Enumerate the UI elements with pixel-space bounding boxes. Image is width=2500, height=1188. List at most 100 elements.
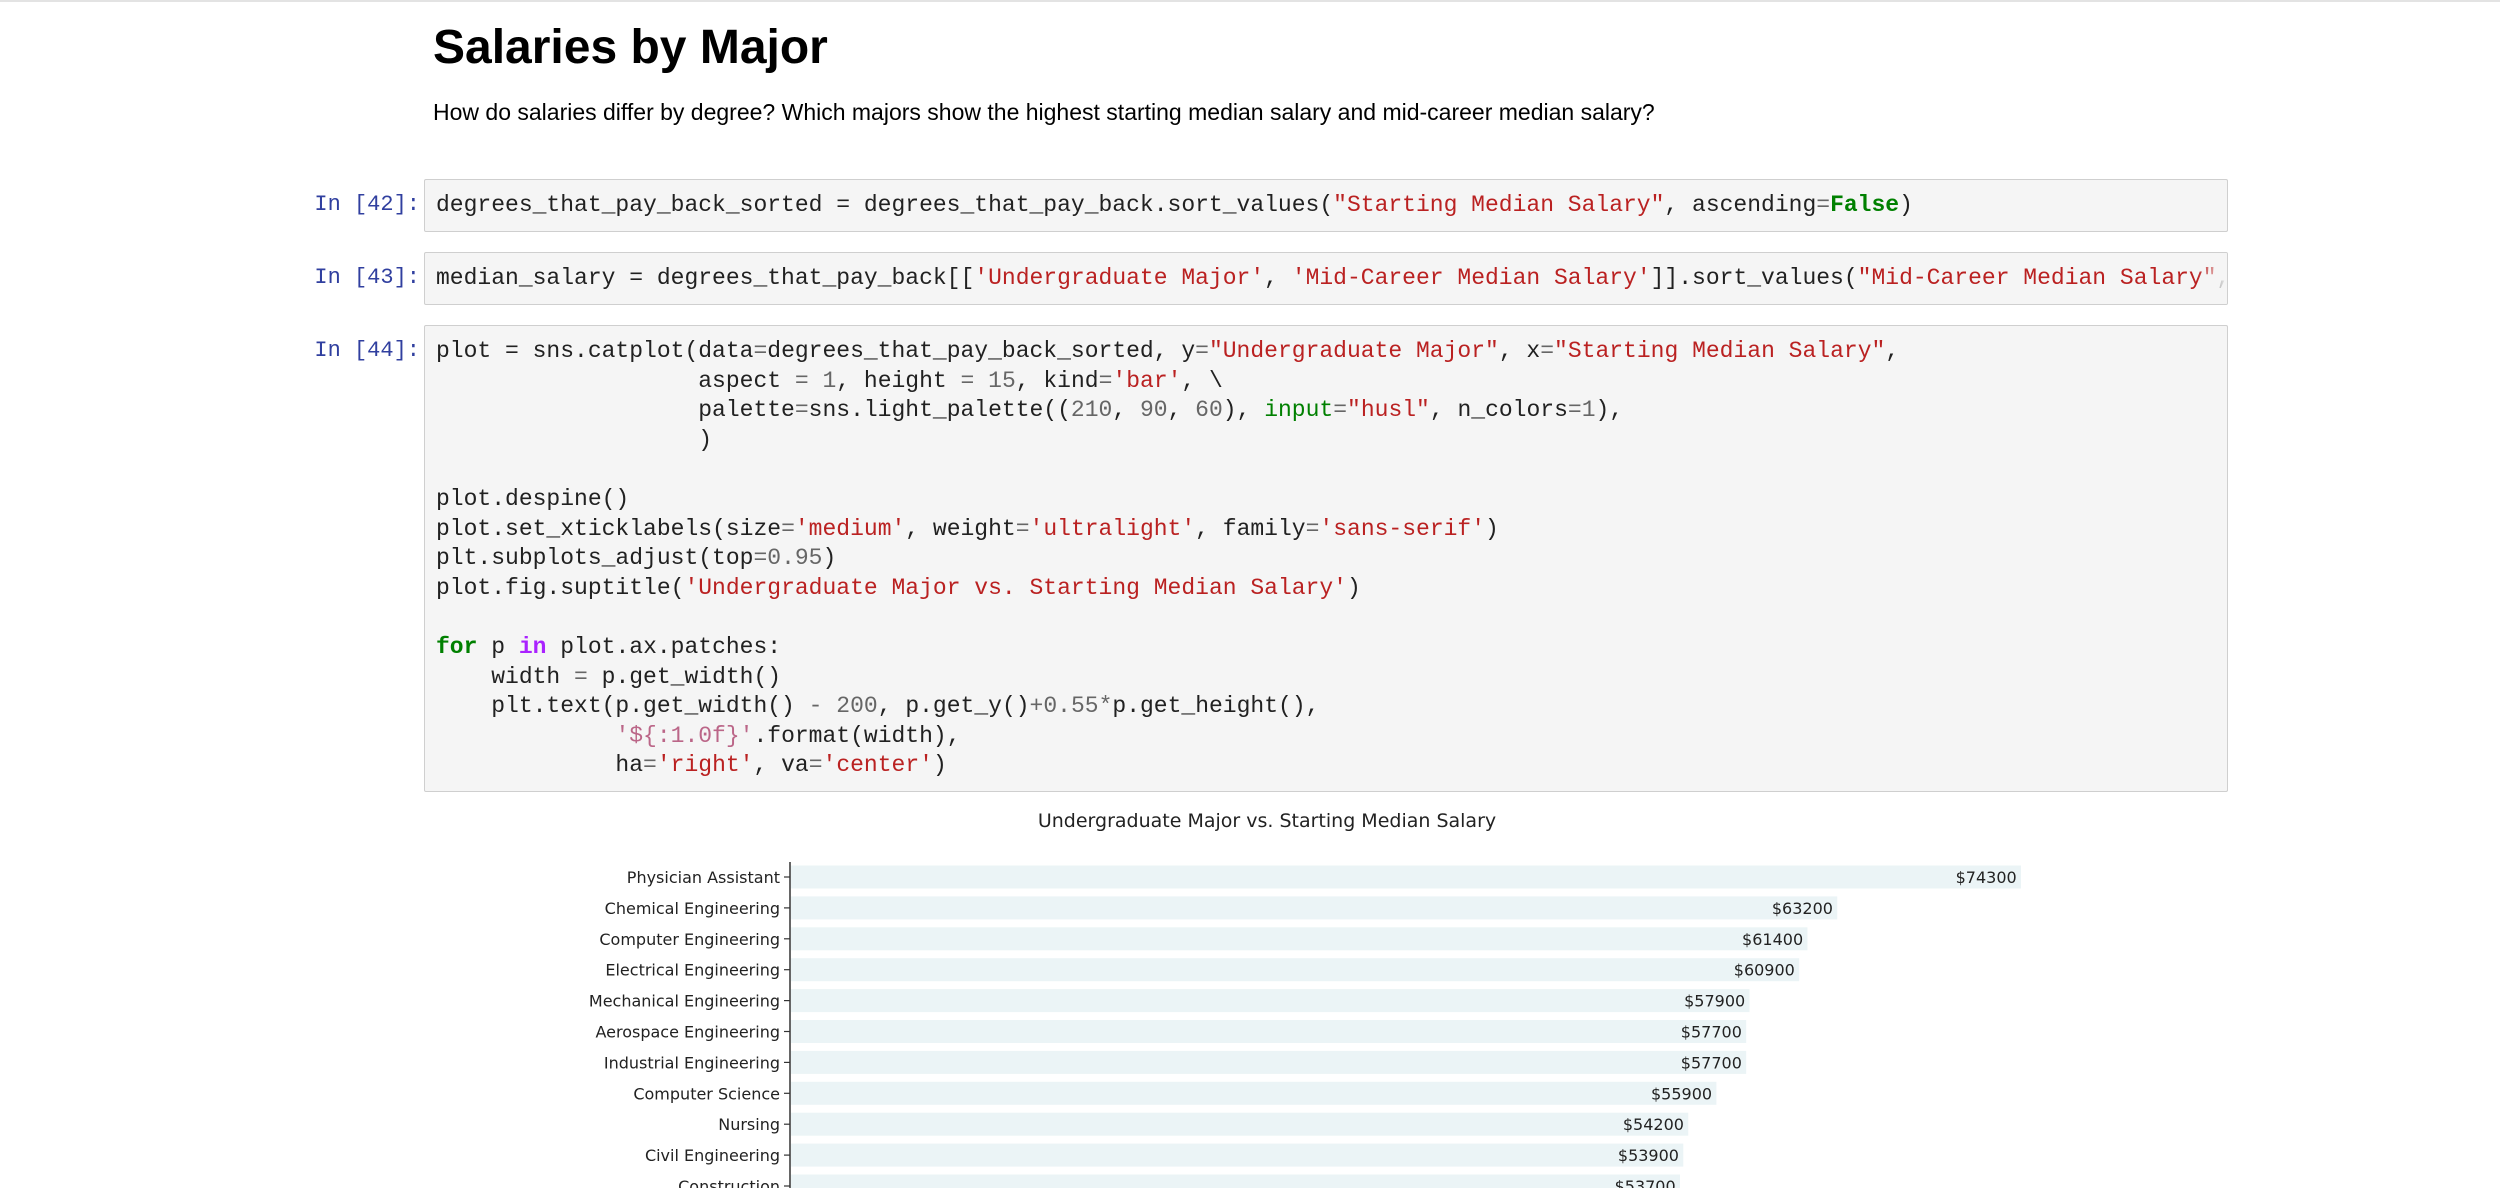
code-token: = (1540, 338, 1555, 364)
code-token: '${:1.0f}' (615, 722, 754, 749)
code-token: plot.fig.suptitle( (436, 574, 685, 601)
code-token: 0.95 (767, 545, 823, 572)
cell-prompt: In [42]: (314, 192, 420, 217)
code-token: , kind (1015, 367, 1099, 394)
code-token (822, 693, 836, 719)
code-token: ), (1595, 397, 1624, 424)
code-token: ) (436, 426, 713, 453)
code-token: degrees_that_pay_back_sorted, y (767, 338, 1196, 364)
data-label: $57700 (1681, 1053, 1742, 1072)
bar (791, 1020, 1747, 1043)
code-token: = (808, 752, 823, 779)
code-token: 'center' (822, 752, 933, 779)
code-token: = (1195, 338, 1209, 364)
y-tick-label: Aerospace Engineering (595, 1023, 780, 1042)
data-label: $53900 (1618, 1146, 1679, 1165)
code-token: * (1098, 693, 1113, 720)
intro-paragraph: How do salaries differ by degree? Which … (433, 99, 1655, 125)
y-tick-label: Chemical Engineering (605, 899, 780, 918)
code-token: 0.55 (1043, 693, 1099, 720)
y-tick-label: Computer Engineering (599, 930, 780, 949)
bar (791, 958, 1800, 982)
code-token: sns.light_palette(( (808, 397, 1071, 424)
y-tick-label: Construction (678, 1177, 780, 1188)
code-token: = (574, 663, 588, 690)
code-token: = (1333, 397, 1348, 424)
code-token: "Starting Median Salary" (1554, 338, 1886, 364)
code-token: median_salary = degrees_that_pay_back[[ (436, 265, 975, 291)
y-tick-label: Civil Engineering (645, 1146, 780, 1165)
code-token: plot.ax.patches: (546, 633, 782, 660)
code-token: , va (753, 752, 809, 779)
bar (791, 927, 1808, 951)
bar (791, 896, 1838, 920)
bar (791, 1112, 1689, 1136)
code-token: plot.despine() (436, 485, 630, 512)
code-token: ) (822, 545, 837, 572)
code-text[interactable]: median_salary = degrees_that_pay_back[['… (436, 264, 2227, 294)
code-token: plot = sns.catplot(data (436, 338, 754, 364)
code-token (809, 368, 823, 394)
code-editor[interactable]: median_salary = degrees_that_pay_back[['… (424, 252, 2228, 305)
code-token: = (960, 367, 975, 394)
code-token: 'ultralight' (1029, 515, 1196, 542)
page-title: Salaries by Major (433, 21, 828, 74)
code-token (974, 368, 988, 394)
code-token: 1 (822, 367, 837, 394)
code-token: ) (1346, 574, 1361, 601)
data-label: $60900 (1734, 961, 1795, 980)
code-token: "Undergraduate Major" (1208, 338, 1499, 364)
code-token: 60 (1195, 397, 1223, 424)
y-tick-label: Industrial Engineering (604, 1053, 780, 1072)
code-token: degrees_that_pay_back_sorted = degrees_t… (436, 192, 1334, 218)
bar (791, 1081, 1717, 1105)
data-label: $74300 (1956, 868, 2017, 887)
bar-chart-output: Undergraduate Major vs. Starting Median … (589, 810, 2021, 1188)
code-token: = (1567, 397, 1582, 424)
code-token: , ascending (1664, 192, 1817, 218)
code-token (436, 723, 615, 749)
y-tick-label: Nursing (718, 1115, 780, 1134)
code-token: 210 (1070, 397, 1113, 424)
data-label: $61400 (1742, 930, 1803, 949)
code-token: = (794, 397, 809, 424)
code-token: False (1830, 192, 1900, 218)
code-token: = (1098, 367, 1113, 394)
code-token: "Mid-Career Median Salary" (1857, 265, 2217, 291)
code-token: , weight (905, 515, 1016, 542)
data-label: $55900 (1651, 1084, 1712, 1103)
code-token: for (436, 633, 478, 660)
code-text[interactable]: plot = sns.catplot(data=degrees_that_pay… (436, 337, 2216, 781)
code-token: ), (1222, 397, 1265, 424)
code-token: , (1885, 338, 1900, 364)
data-label: $63200 (1772, 899, 1833, 918)
code-token: = (1816, 192, 1831, 218)
code-token: + (1029, 693, 1044, 720)
code-editor[interactable]: plot = sns.catplot(data=degrees_that_pay… (424, 325, 2228, 792)
overflow-fade (2197, 253, 2227, 304)
data-label: $57700 (1681, 1023, 1742, 1042)
code-token: plot.set_xticklabels(size (436, 515, 782, 542)
code-token: 'sans-serif' (1319, 515, 1486, 542)
code-token: plt.subplots_adjust(top (436, 545, 754, 572)
code-token: , p.get_y() (877, 693, 1030, 720)
code-token: = (753, 545, 768, 572)
data-label: $54200 (1623, 1115, 1684, 1134)
code-token: "Starting Median Salary" (1333, 192, 1665, 218)
code-editor[interactable]: degrees_that_pay_back_sorted = degrees_t… (424, 179, 2228, 232)
code-token: = (753, 338, 768, 364)
code-token: p (477, 633, 519, 660)
code-token: , \ (1181, 367, 1223, 394)
data-label: $57900 (1684, 992, 1745, 1011)
bar (791, 1143, 1684, 1167)
code-token: = (781, 515, 795, 542)
code-token: , (1112, 397, 1140, 424)
code-token: , height (836, 367, 961, 394)
code-token: 'Undergraduate Major vs. Starting Median… (684, 574, 1347, 601)
cell-prompt: In [43]: (314, 265, 420, 290)
code-text[interactable]: degrees_that_pay_back_sorted = degrees_t… (436, 191, 2216, 221)
code-token: in (518, 633, 547, 660)
code-token: 'Undergraduate Major' (974, 265, 1265, 291)
code-token: = (794, 367, 809, 394)
code-token: "husl" (1347, 397, 1430, 424)
